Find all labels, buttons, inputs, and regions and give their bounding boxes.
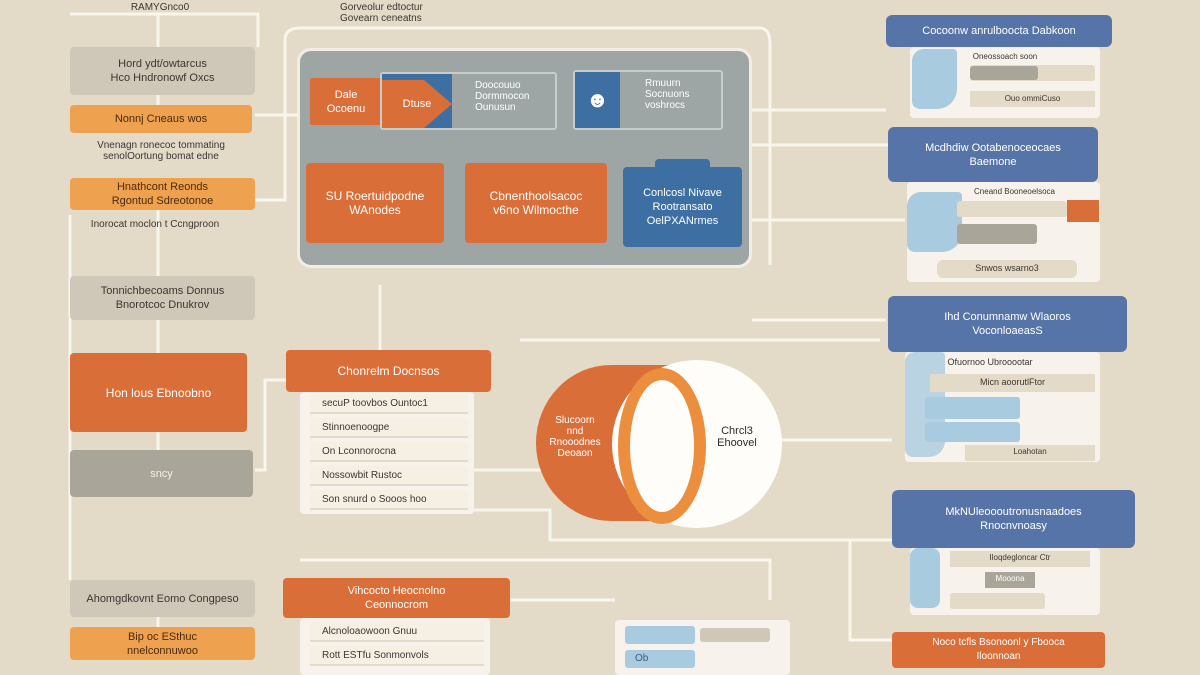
- left-bar-1[interactable]: Nonnj Cneaus wos: [70, 105, 252, 133]
- list-item[interactable]: secuP toovbos Ountoc1: [310, 394, 468, 414]
- bar: [957, 201, 1067, 217]
- top-center-label: Gorveolur edtoctur Govearn ceneatns: [340, 2, 423, 24]
- right-panel-4-header[interactable]: MkNUleoooutronusnaadoes Rnocnvnoasy: [892, 490, 1135, 548]
- blue-bar: [925, 397, 1020, 419]
- bottom-list: Alcnoloaowoon Gnuu Rott ESTfu Sonmonvols: [300, 618, 490, 675]
- main-card-2[interactable]: Cbnenthoolsacoc v6no Wilmocthe: [465, 163, 607, 243]
- step-2-detail: Doocouuo Dormmocon Ounusun: [475, 80, 530, 113]
- panel-label: Iloqdegloncar Ctr: [950, 551, 1090, 567]
- middle-list-header[interactable]: Chonrelm Docnsos: [286, 350, 491, 392]
- main-card-3[interactable]: Conlcosl Nivave Rootransato OelPXANrmes: [623, 167, 742, 247]
- blue-bar-label: Ob: [625, 650, 695, 668]
- crystal-graphic: [910, 548, 940, 608]
- list-item[interactable]: Stinnoenoogpe: [310, 418, 468, 438]
- panel-label: Ofuornoo Ubrooootar: [947, 357, 1033, 367]
- list-item[interactable]: On Lconnorocna: [310, 442, 468, 462]
- right-panel-1: Oneossoach soon Ouo ommiCuso: [910, 47, 1100, 118]
- gray-bar: [700, 628, 770, 642]
- left-text-1: Vnenagn ronecoc tommating senolOortung b…: [97, 140, 225, 162]
- bar: [950, 593, 1045, 609]
- bottom-list-header[interactable]: Vihcocto Heocnolno Ceonnocrom: [283, 578, 510, 618]
- panel-footer: Snwos wsarno3: [937, 260, 1077, 278]
- right-panel-3: Ofuornoo Ubrooootar Micn aoorutlFtor Loa…: [905, 352, 1100, 462]
- left-box-1[interactable]: Hord ydt/owtarcus Hco Hndronowf Oxcs: [70, 47, 255, 95]
- left-box-4[interactable]: Hon lous Ebnoobno: [70, 353, 247, 432]
- crystal-graphic: [912, 49, 957, 109]
- right-panel-5-header[interactable]: Noco tcfls Bsonoonl y Fbooca Iloonnoan: [892, 632, 1105, 668]
- left-box-3[interactable]: Tonnichbecoams Donnus Bnorotcoc Dnukrov: [70, 276, 255, 320]
- panel-label: Oneossoach soon: [972, 52, 1038, 61]
- panel-item: Micn aoorutlFtor: [930, 374, 1095, 392]
- panel-item: Mooona: [985, 572, 1035, 588]
- circle-orange-ring: [618, 368, 706, 524]
- right-panel-2: Cneand Booneoelsoca Snwos wsarno3: [907, 182, 1100, 282]
- left-box-7[interactable]: Bip oc ESthuc nnelconnuwoo: [70, 627, 255, 660]
- right-panel-1-header[interactable]: Cocoonw anrulboocta Dabkoon: [886, 15, 1112, 47]
- bottom-blue-panel: Ob: [615, 620, 790, 675]
- left-text-2: Inorocat moclon t Ccngproon: [90, 219, 220, 230]
- main-card-3-tab: [655, 159, 710, 169]
- panel-label: Cneand Booneoelsoca: [974, 187, 1055, 196]
- left-top-label: RAMYGnco0: [130, 2, 190, 13]
- circle-left-label: Slucoorn nnd Rnooodnes Deoaon: [549, 415, 601, 459]
- right-panel-2-header[interactable]: Mcdhdiw Ootabenoceocaes Baemone: [888, 127, 1098, 182]
- bar-fill: [970, 66, 1038, 80]
- left-box-6[interactable]: Ahomgdkovnt Eomo Congpeso: [70, 580, 255, 617]
- right-panel-4: Iloqdegloncar Ctr Mooona: [910, 548, 1100, 615]
- blue-bar: [925, 422, 1020, 442]
- left-box-2[interactable]: Hnathcont Reonds Rgontud Sdreotonoe: [70, 178, 255, 210]
- bar: [957, 224, 1037, 244]
- list-item[interactable]: Alcnoloaowoon Gnuu: [310, 622, 484, 642]
- person-frame: [573, 70, 723, 130]
- main-card-1[interactable]: SU Roertuidpodne WAnodes: [306, 163, 444, 243]
- circle-right-label: Chrcl3 Ehoovel: [717, 425, 757, 449]
- crystal-graphic: [907, 192, 962, 252]
- person-detail: Rmuurn Socnuons voshrocs: [645, 78, 690, 111]
- person-icon: ☻: [575, 72, 620, 128]
- step-2-frame: [380, 72, 557, 130]
- blue-bar: [625, 626, 695, 644]
- middle-list: secuP toovbos Ountoc1 Stinnoenoogpe On L…: [300, 392, 474, 514]
- panel-footer: Loahotan: [965, 445, 1095, 461]
- orange-marker: [1067, 200, 1099, 222]
- list-item[interactable]: Son snurd o Sooos hoo: [310, 490, 468, 510]
- panel-footer: Ouo ommiCuso: [970, 91, 1095, 107]
- list-item[interactable]: Rott ESTfu Sonmonvols: [310, 646, 484, 666]
- step-1-box[interactable]: Dale Ocoenu: [310, 78, 382, 125]
- right-panel-3-header[interactable]: Ihd Conumnamw Wlaoros VoconloaeasS: [888, 296, 1127, 352]
- left-box-5[interactable]: sncy: [70, 450, 253, 497]
- list-item[interactable]: Nossowbit Rustoc: [310, 466, 468, 486]
